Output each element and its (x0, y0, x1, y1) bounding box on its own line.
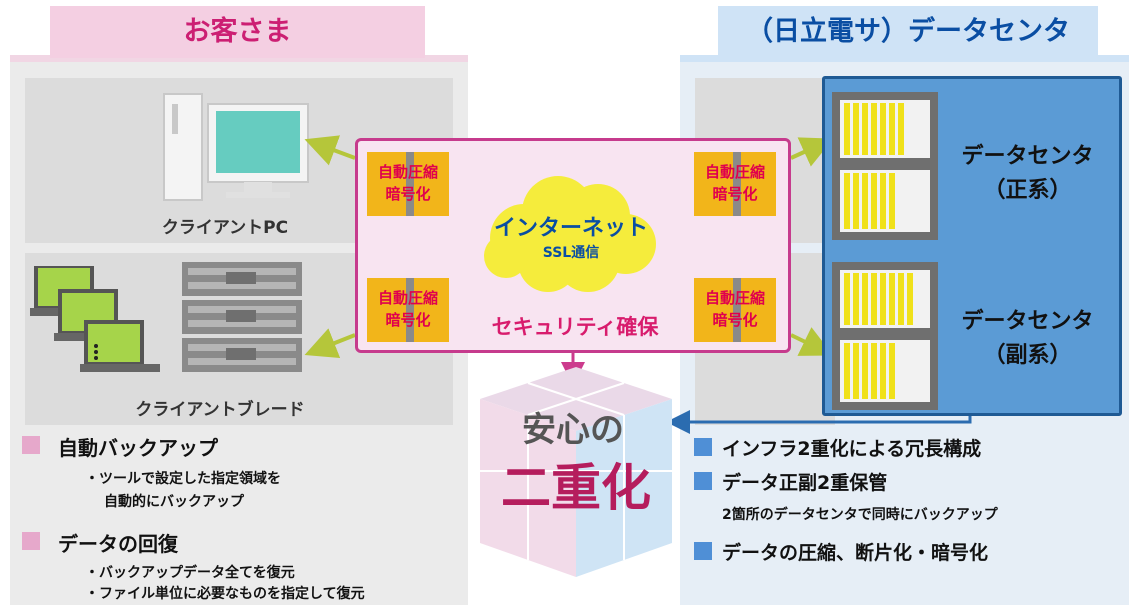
feature-title-redundancy: インフラ2重化による冗長構成 (722, 438, 982, 460)
security-label: セキュリティ確保 (491, 315, 659, 339)
feature-detail: ・ツールで設定した指定領域を (85, 471, 281, 487)
bullet-square-icon (694, 542, 712, 560)
dc-secondary-line2: （副系） (983, 343, 1072, 368)
badge-line2: 暗号化 (385, 311, 431, 329)
badge-line2: 暗号化 (712, 311, 758, 329)
badge-line1: 自動圧縮 (377, 289, 438, 307)
badge-line2: 暗号化 (385, 185, 431, 203)
feature-detail: 自動的にバックアップ (104, 494, 244, 510)
cube-text-line1: 安心の (522, 410, 624, 450)
client-blade-label: クライアントブレード (135, 400, 305, 420)
feature-detail: 2箇所のデータセンタで同時にバックアップ (722, 507, 998, 523)
feature-title-compression: データの圧縮、断片化・暗号化 (722, 542, 989, 564)
dc-secondary-line1: データセンタ (961, 309, 1094, 334)
feature-title-auto-backup: 自動バックアップ (58, 436, 218, 460)
dc-primary-line1: データセンタ (961, 144, 1094, 169)
customer-header-strip (10, 55, 468, 62)
bullet-square-icon (694, 472, 712, 490)
ssl-label: SSL通信 (542, 245, 600, 261)
feature-detail: ・バックアップデータ全てを復元 (85, 565, 295, 581)
cube-text-line2: 二重化 (501, 459, 651, 517)
compression-badge-bottom-right: 自動圧縮暗号化 (694, 278, 776, 342)
feature-title-dual-storage: データ正副2重保管 (722, 472, 888, 494)
datacenter-header-strip (680, 55, 1129, 62)
primary-rack-icon (832, 92, 938, 240)
dc-primary-label: データセンタ （正系） (945, 140, 1110, 208)
compression-badge-top-left: 自動圧縮暗号化 (367, 152, 449, 216)
dc-primary-line2: （正系） (983, 178, 1072, 203)
compression-badge-bottom-left: 自動圧縮暗号化 (367, 278, 449, 342)
cloud-icon (484, 176, 656, 292)
bullet-square-icon (22, 436, 40, 454)
internet-label: インターネット (493, 216, 648, 241)
customer-header: お客さま (50, 6, 425, 58)
laptop-icons (30, 266, 160, 372)
secondary-rack-icon (832, 262, 938, 410)
datacenter-header: （日立電サ）データセンタ (718, 6, 1098, 58)
badge-line2: 暗号化 (712, 185, 758, 203)
compression-badge-top-right: 自動圧縮暗号化 (694, 152, 776, 216)
dc-secondary-label: データセンタ （副系） (945, 305, 1110, 373)
badge-line1: 自動圧縮 (704, 289, 765, 307)
bullet-square-icon (22, 532, 40, 550)
feature-detail: ・ファイル単位に必要なものを指定して復元 (85, 586, 365, 602)
blade-server-icon (182, 262, 302, 372)
client-pc-label: クライアントPC (161, 218, 289, 238)
feature-title-data-recovery: データの回復 (58, 532, 178, 556)
cube-graphic (480, 367, 672, 577)
bullet-square-icon (694, 438, 712, 456)
badge-line1: 自動圧縮 (377, 163, 438, 181)
badge-line1: 自動圧縮 (704, 163, 765, 181)
